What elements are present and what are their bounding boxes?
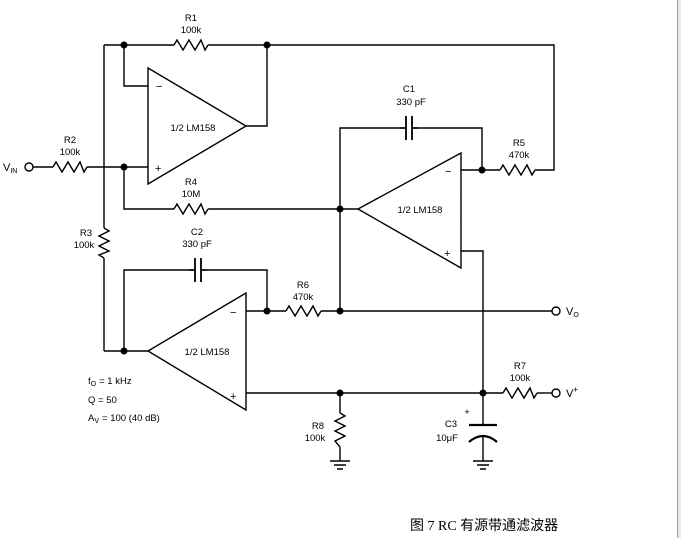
r3-value: 100k: [74, 240, 95, 251]
r6-label: R6: [297, 280, 309, 291]
junction-dot: [263, 41, 271, 49]
opamp-u1: − + 1/2 LM158: [147, 66, 248, 186]
resistor-r1: R1 100k: [173, 13, 209, 52]
opamp-u2: − + 1/2 LM158: [356, 151, 462, 270]
junction-dot: [478, 166, 486, 174]
spec-gain: AV= 100 (40 dB): [88, 413, 160, 425]
u2-plus: +: [444, 248, 450, 260]
spec-q: Q = 50: [88, 395, 117, 406]
u3-minus: −: [230, 307, 236, 319]
vin-label: VIN: [3, 162, 17, 175]
capacitor-c2: C2 330 pF: [182, 227, 212, 282]
u1-minus: −: [156, 81, 162, 93]
c2-label: C2: [191, 227, 203, 238]
r1-value: 100k: [181, 25, 202, 36]
u2-minus: −: [445, 166, 451, 178]
junction-dot: [336, 205, 344, 213]
junction-dot: [336, 389, 344, 397]
u1-plus: +: [155, 163, 161, 175]
resistor-r8: R8 100k: [305, 412, 347, 448]
r6-value: 470k: [293, 292, 314, 303]
resistor-r7: R7 100k: [502, 361, 538, 400]
junction-dot: [120, 347, 128, 355]
opamp-u3: − + 1/2 LM158: [146, 291, 247, 412]
r4-value: 10M: [182, 189, 201, 200]
junction-dot: [120, 163, 128, 171]
vplus-label: V+: [566, 385, 578, 400]
c3-value: 10μF: [436, 433, 458, 444]
resistor-r5: R5 470k: [499, 138, 536, 177]
r3-label: R3: [80, 228, 92, 239]
junction-dot: [120, 41, 128, 49]
spec-frequency: fO= 1 kHz: [88, 376, 132, 388]
terminal-vplus: V+: [551, 385, 578, 400]
r5-label: R5: [513, 138, 525, 149]
resistor-r6: R6 470k: [285, 280, 322, 318]
u3-plus: +: [230, 391, 236, 403]
capacitor-c1: C1 330 pF: [396, 84, 426, 140]
c1-value: 330 pF: [396, 97, 426, 108]
specs-block: fO= 1 kHz Q = 50 AV= 100 (40 dB): [88, 376, 160, 425]
r1-label: R1: [185, 13, 197, 24]
c3-plus: +: [464, 407, 470, 418]
junction-dot: [263, 307, 271, 315]
u1-label: 1/2 LM158: [171, 123, 216, 134]
resistor-r3: R3 100k: [74, 227, 111, 259]
resistor-r4: R4 10M: [173, 177, 209, 216]
terminal-vo: VO: [551, 306, 579, 319]
junction-dot: [479, 389, 487, 397]
r8-value: 100k: [305, 433, 326, 444]
figure-caption: 图 7 RC 有源带通滤波器: [410, 518, 558, 534]
c1-label: C1: [403, 84, 415, 95]
r7-value: 100k: [510, 373, 531, 384]
c3-label: C3: [445, 419, 457, 430]
r4-label: R4: [185, 177, 197, 188]
r5-value: 470k: [509, 150, 530, 161]
vo-label: VO: [566, 306, 579, 319]
u3-label: 1/2 LM158: [185, 347, 230, 358]
ground-r8: [330, 460, 350, 470]
ground-c3: [473, 460, 493, 470]
junction-dot: [336, 307, 344, 315]
r8-label: R8: [312, 421, 324, 432]
wires: [33, 44, 555, 461]
r7-label: R7: [514, 361, 526, 372]
window-edge: [677, 0, 681, 538]
junction-dots: [120, 41, 487, 397]
terminal-vin: VIN: [3, 162, 34, 175]
r2-value: 100k: [60, 147, 81, 158]
resistor-r2: R2 100k: [52, 135, 88, 174]
r2-label: R2: [64, 135, 76, 146]
capacitor-c3: + C3 10μF: [436, 407, 498, 444]
u2-label: 1/2 LM158: [398, 205, 443, 216]
c2-value: 330 pF: [182, 239, 212, 250]
